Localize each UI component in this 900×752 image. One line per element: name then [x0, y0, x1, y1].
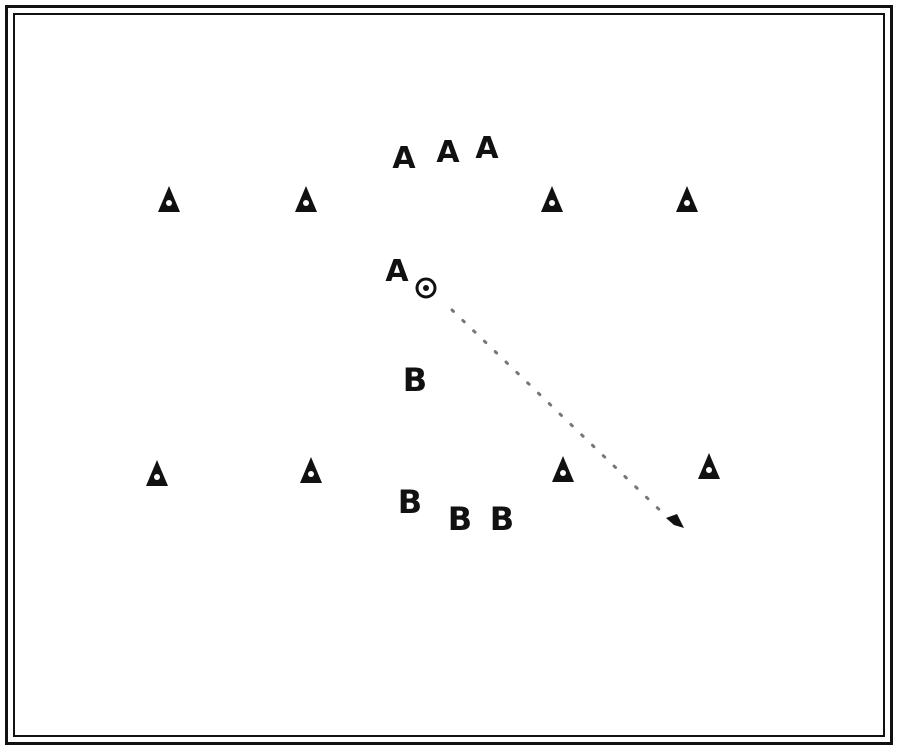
- drill-frame: [5, 5, 893, 745]
- player-a: A: [392, 141, 416, 176]
- cone-icon: [295, 186, 317, 212]
- player-a: A: [436, 135, 460, 170]
- player-b: B: [398, 483, 422, 521]
- ball-icon: [415, 277, 437, 299]
- pass-path: [450, 308, 670, 520]
- cone-icon: [676, 186, 698, 212]
- player-b: B: [490, 500, 514, 538]
- player-a-with-ball: A: [385, 254, 409, 289]
- cone-icon: [146, 460, 168, 486]
- cone-icon: [552, 456, 574, 482]
- cone-icon: [698, 453, 720, 479]
- player-a: A: [475, 131, 499, 166]
- cone-icon: [300, 457, 322, 483]
- drill-field-border: [13, 13, 885, 737]
- arrow-head-icon: [666, 514, 684, 528]
- player-b: B: [448, 500, 472, 538]
- cone-icon: [158, 186, 180, 212]
- cone-icon: [541, 186, 563, 212]
- player-b: B: [403, 361, 427, 399]
